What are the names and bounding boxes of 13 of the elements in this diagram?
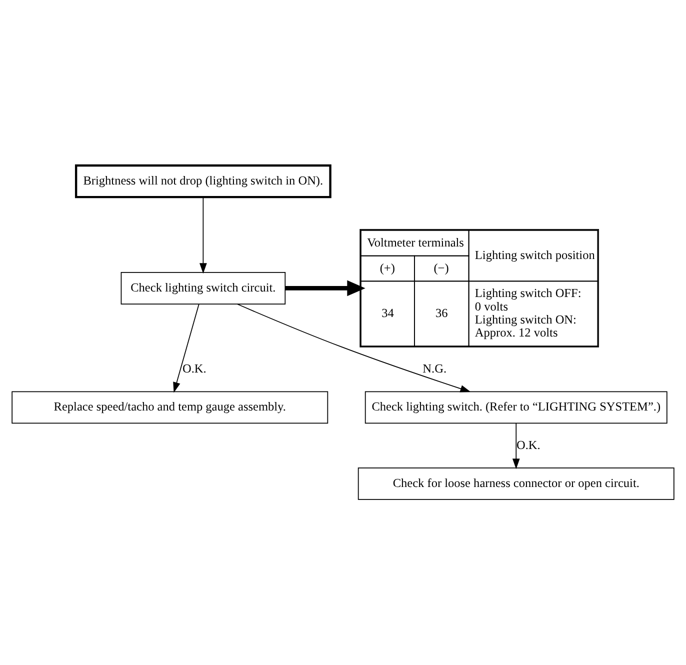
edge-label: N.G. xyxy=(422,362,447,376)
arrow xyxy=(512,422,520,470)
arrow xyxy=(200,196,207,274)
edge-label: O.K. xyxy=(182,362,206,376)
node-box: Replace speed/tacho and temp gauge assembly. xyxy=(12,391,328,424)
arrow xyxy=(173,304,200,393)
node-box: Check for loose harness connector or open circuit. xyxy=(358,468,674,500)
node-box: Check lighting switch circuit. xyxy=(120,272,286,304)
arrow xyxy=(285,280,366,296)
edge-label: O.K. xyxy=(516,438,540,452)
arrow xyxy=(236,304,471,392)
node-box: Brightness will not drop (lighting switch in ON). xyxy=(74,164,332,198)
node-box: Check lighting switch. (Refer to “LIGHTING SYSTEM”.) xyxy=(364,391,668,424)
